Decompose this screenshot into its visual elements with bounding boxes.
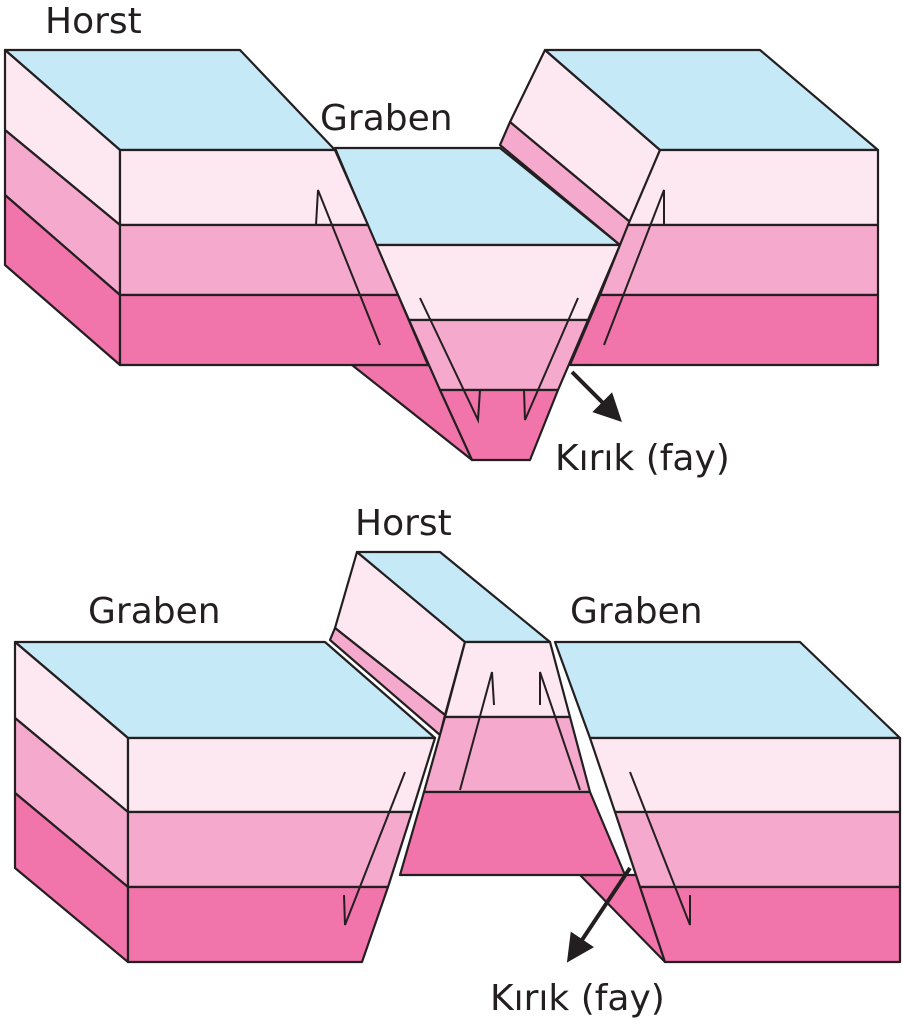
label-graben-left: Graben xyxy=(88,591,221,632)
left-graben-block xyxy=(13,640,437,964)
center-horst-block xyxy=(328,550,627,877)
fault-motion-arrows xyxy=(315,189,665,424)
graben-block xyxy=(333,146,622,462)
label-fault: Kırık (fay) xyxy=(490,978,665,1019)
bottom-diagram: Horst Graben Graben Kırık (fay) xyxy=(13,503,902,1019)
label-horst: Horst xyxy=(355,503,452,544)
label-graben-right: Graben xyxy=(570,591,703,632)
fault-pointer-arrow xyxy=(570,370,622,422)
label-horst: Horst xyxy=(45,1,142,42)
fault-pointer-arrow xyxy=(566,866,632,963)
right-graben-block xyxy=(553,640,902,964)
label-graben: Graben xyxy=(320,98,453,139)
label-fault: Kırık (fay) xyxy=(555,438,730,479)
left-horst-block xyxy=(3,48,430,367)
right-horst-block xyxy=(498,48,880,367)
fault-motion-arrows xyxy=(343,671,691,926)
top-diagram: Horst Graben Kırık (fay) xyxy=(3,1,880,479)
